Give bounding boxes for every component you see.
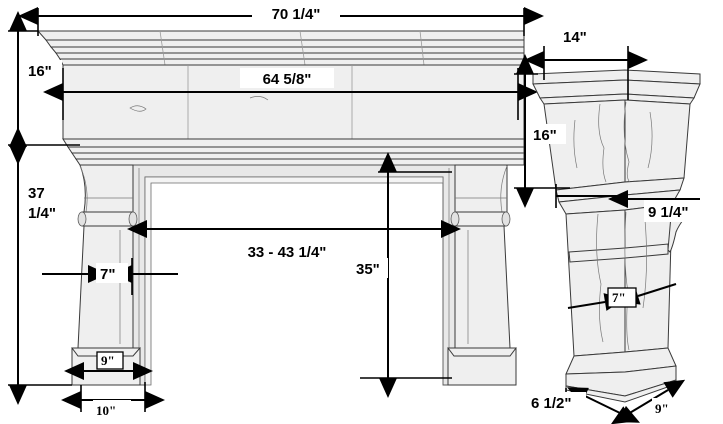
mantel-right-leg [447,164,517,386]
dim-base-outer-width: 10" [61,382,165,420]
dim-label-corbel-base-side: 9" [655,401,669,416]
dim-label-frieze-width: 64 5/8" [263,71,312,88]
mantel-opening-frame [132,164,456,386]
dim-label-opening-height: 35" [356,261,380,278]
dim-corbel-base-front: 6 1/2" [528,387,640,423]
mantel-crown-molding [36,30,525,66]
mantel-lower-molding [62,138,525,166]
dim-label-leg-height-2: 1/4" [28,205,56,222]
dim-opening-height: 35" [352,152,452,398]
dim-label-opening-width: 33 - 43 1/4" [248,244,327,261]
dim-label-overall-width: 70 1/4" [272,6,321,23]
dim-corbel-capital-height: 16" [514,54,570,208]
dim-label-corbel-projection: 9 1/4" [648,204,688,221]
dim-label-leg-face-width: 7" [100,266,115,283]
dim-corbel-projection: 9 1/4" [555,184,716,222]
dim-corbel-shaft-face: 7" [567,283,677,311]
dim-corbel-capital-width: 14" [524,26,648,100]
dim-leg-face-width: 7" [42,258,178,295]
dim-overall-width: 70 1/4" [18,4,544,36]
dim-label-base-width: 9" [101,353,115,368]
dim-label-corbel-base-front: 6 1/2" [531,395,571,412]
dim-label-base-outer-width: 10" [96,403,116,418]
dim-leg-height: 37 1/4" [8,127,72,405]
dim-label-header-height: 16" [28,63,52,80]
dim-label-corbel-capital-height: 16" [533,127,557,144]
dim-opening-width: 33 - 43 1/4" [127,220,461,262]
corbel-detail-view: 14" 16" 9 1/4" [514,26,716,424]
dim-corbel-base-side: 9" [610,379,686,424]
mantel-front-elevation: 70 1/4" 64 5/8" 16" [8,4,544,420]
dim-label-leg-height-1: 37 [28,185,45,202]
dim-label-corbel-capital-width: 14" [563,29,587,46]
dim-base-width: 9" [64,351,153,380]
dim-label-corbel-shaft-face: 7" [612,290,626,305]
